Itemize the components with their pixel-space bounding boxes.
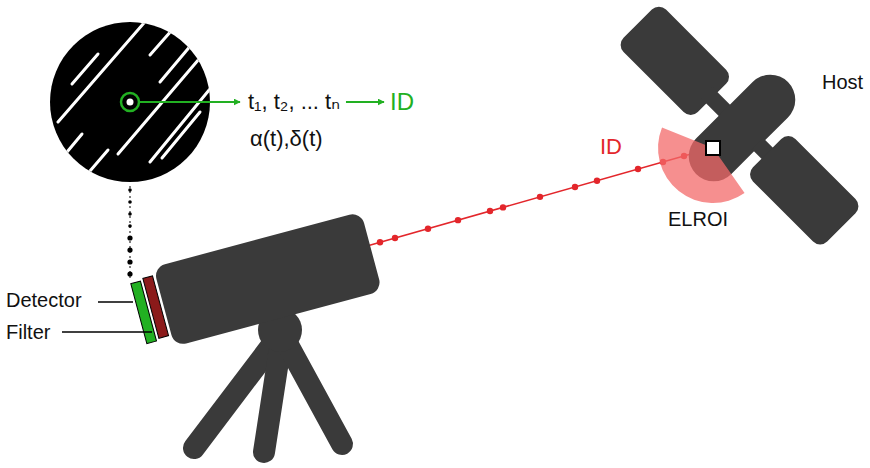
star-streak [150,30,172,55]
solar-panel [746,132,863,249]
photon-dot [572,184,578,190]
label-anchor: Detector [6,288,82,312]
detector-plate [131,281,157,343]
photon-dots [377,153,687,246]
flow-arrow [140,101,240,103]
link-dot [127,271,132,276]
link-dot [128,224,132,228]
photon-dot [425,225,431,231]
star-streak [150,84,214,162]
label-anchor: ELROI [668,207,728,231]
link-dot [128,212,132,216]
part-name: ELROI [668,207,728,231]
time-series: t₁, t₂, ... tₙ [248,89,340,115]
photon-dot [392,235,398,241]
photon-dot [487,208,493,214]
id-signal: ID [600,134,622,160]
photon-dot [594,177,600,183]
target-ring [121,93,139,111]
label-anchor: α(t),δ(t) [250,126,323,152]
solar-panel [616,2,733,119]
tripod [194,345,342,452]
part-name: Host [822,70,863,94]
emission-sector [658,127,745,203]
star-streak [62,134,82,158]
link-dot [127,247,132,252]
leader-line [98,301,133,303]
label-anchor: Host [822,70,863,94]
label-anchor: ID [600,134,622,160]
host-satellite [592,0,870,273]
label-anchor: t₁, t₂, ... tₙ [248,89,340,115]
telescope [128,212,382,354]
label-anchor: ID [390,88,414,117]
leader-line [62,331,152,333]
flow-arrow [346,101,384,103]
link-dot [127,235,132,240]
coordinates: α(t),δ(t) [250,126,323,152]
link-dot [128,188,132,192]
link-dot [128,200,132,204]
part-name: Filter [6,320,50,344]
star-streak [84,150,108,178]
tripod-leg [264,348,280,452]
star-streak [160,44,192,82]
link-dots [127,188,132,276]
part-name: Detector [6,288,82,312]
photon-dot [377,239,383,245]
elroi-beacon [706,141,720,155]
star-streak [58,16,150,122]
photon-dot [500,204,506,210]
id-result: ID [390,88,414,117]
star-streaks [58,16,214,178]
photon-dot [635,166,641,172]
target-star [127,99,134,106]
photon-dot [455,217,461,223]
optical-link [360,150,705,248]
telescope-tube [153,212,382,347]
star-streak [72,54,98,84]
label-anchor: Filter [6,320,50,344]
photon-dot [537,194,543,200]
star-streak [162,112,200,158]
link-dot [127,259,132,264]
tripod-leg [288,345,342,444]
